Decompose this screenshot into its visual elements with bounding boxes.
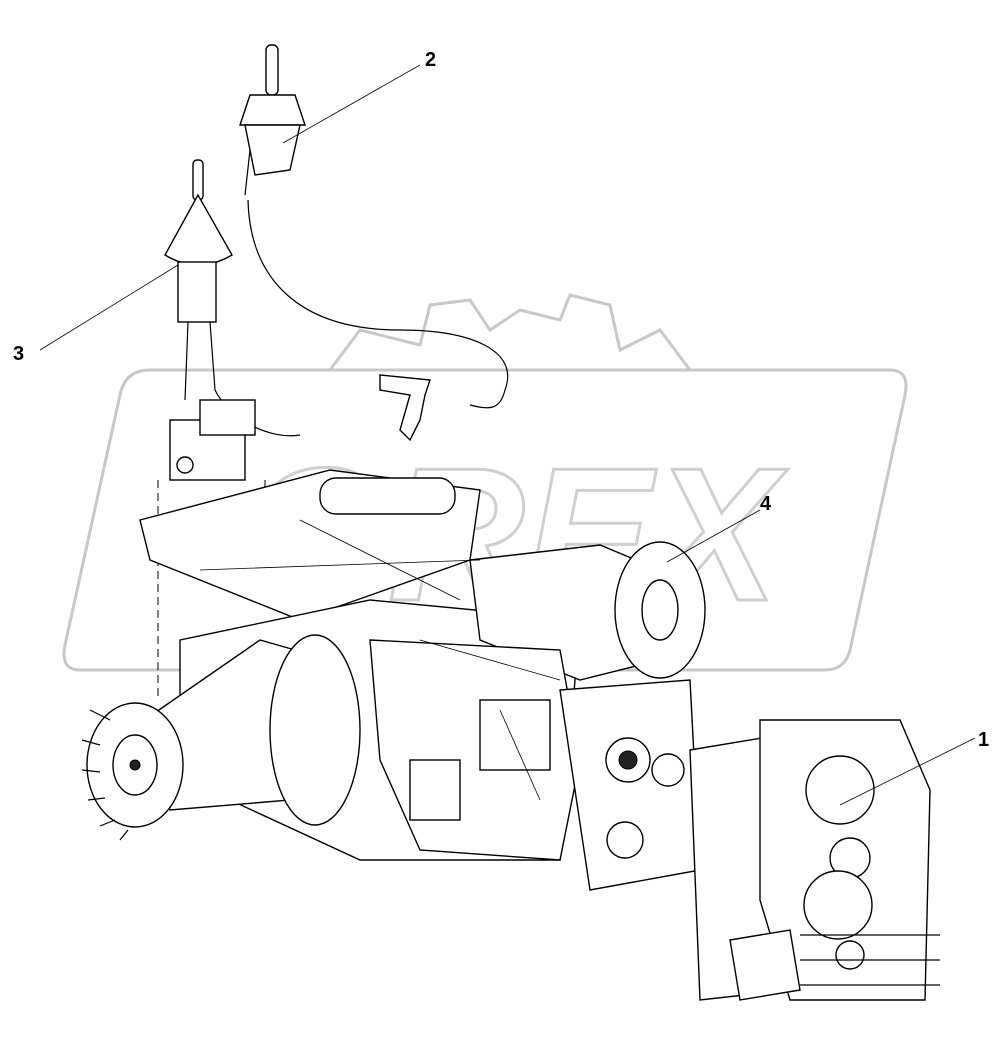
- leader-line-1: [839, 737, 976, 806]
- shift-valve-block: [169, 399, 256, 481]
- transmission-housing-cover-1: [689, 719, 940, 1001]
- callout-1: 1: [978, 729, 989, 751]
- leader-line-3: [39, 264, 179, 351]
- transmission-assembly: [81, 469, 706, 891]
- callout-leaders: [39, 64, 976, 806]
- linkage-bracket: [379, 374, 431, 442]
- leader-line-4: [666, 509, 761, 563]
- callout-3: 3: [13, 343, 24, 365]
- gear-shift-lever-2: [239, 44, 509, 409]
- callout-2: 2: [425, 49, 436, 71]
- callout-4: 4: [760, 493, 772, 515]
- gear-shift-lever-3: [164, 159, 301, 437]
- leader-line-2: [282, 64, 421, 144]
